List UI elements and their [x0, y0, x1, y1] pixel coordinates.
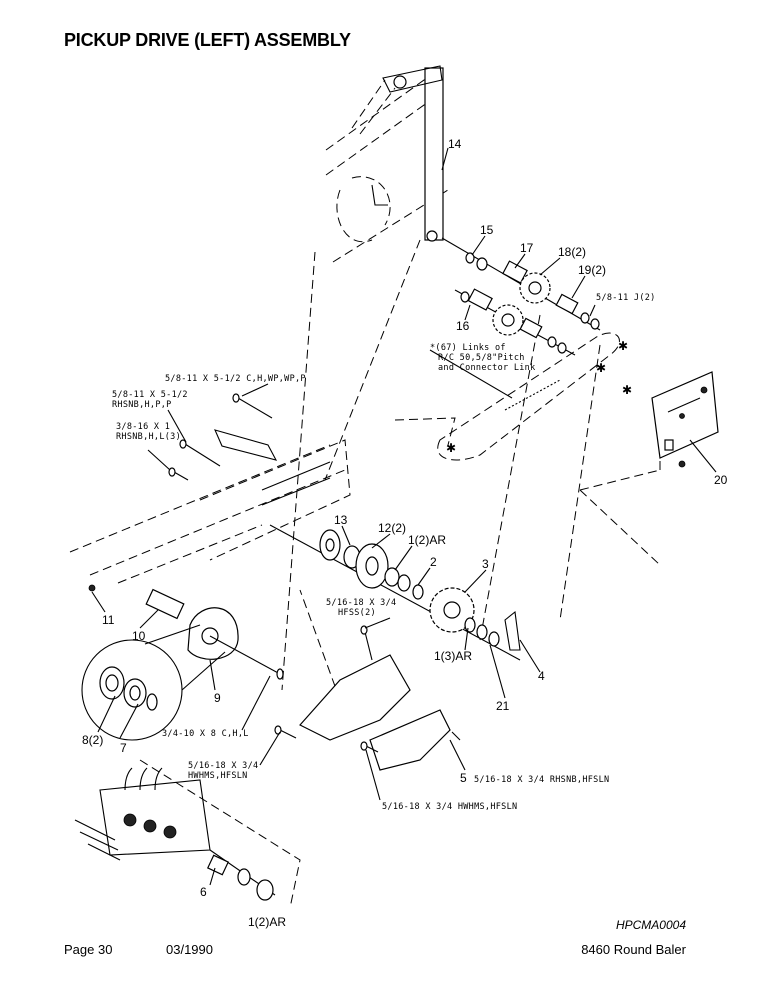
- label-bolt-3b: RHSNB,H,L(3): [116, 432, 181, 442]
- callout-5: 5: [460, 771, 467, 785]
- callout-8: 8(2): [82, 733, 103, 747]
- bearing-detail: [81, 624, 226, 741]
- label-hfss-1: 5/16-18 X 3/4: [326, 598, 396, 608]
- left-idler-parts: [88, 584, 284, 680]
- tensioner-plate: [651, 371, 719, 473]
- label-bolt-34: 3/4-10 X 8 C,H,L: [162, 729, 249, 739]
- callout-19: 19(2): [578, 263, 606, 277]
- label-chain-2: R/C 50,5/8"Pitch: [438, 353, 525, 363]
- svg-text:✱: ✱: [446, 441, 456, 455]
- footer-page: Page 30: [64, 942, 113, 957]
- arm-assembly: [351, 65, 444, 242]
- svg-text:✱: ✱: [618, 339, 628, 353]
- main-shaft-parts: [269, 524, 521, 661]
- callout-11: 11: [102, 613, 115, 627]
- svg-text:✱: ✱: [622, 383, 632, 397]
- callout-1-upper: 1(2)AR: [408, 533, 446, 547]
- label-rhsnb-516: 5/16-18 X 3/4 RHSNB,HFSLN: [474, 775, 609, 785]
- svg-text:✱: ✱: [596, 361, 606, 375]
- lower-reel-parts: [74, 767, 276, 901]
- roller-chain: ✱ ✱ ✱ ✱: [437, 332, 632, 461]
- page-title: PICKUP DRIVE (LEFT) ASSEMBLY: [64, 30, 351, 50]
- label-bolt-2b: RHSNB,H,P,P: [112, 400, 172, 410]
- callout-9: 9: [214, 691, 221, 705]
- callout-1-lower: 1(2)AR: [248, 915, 286, 929]
- leader-lines: [91, 147, 596, 886]
- callout-4: 4: [538, 669, 545, 683]
- label-chain-3: and Connector Link: [438, 363, 536, 373]
- label-hwhms-1a: 5/16-18 X 3/4: [188, 761, 258, 771]
- drawing-code: HPCMA0004: [615, 918, 686, 932]
- callout-numbers: 14 15 16 17 18(2) 19(2) 20 13 12(2) 1(2)…: [82, 137, 728, 929]
- hardware-labels: 5/8-11 J(2) *(67) Links of R/C 50,5/8"Pi…: [112, 293, 656, 812]
- callout-7: 7: [120, 741, 127, 755]
- label-hwhms-1b: HWHMS,HFSLN: [188, 771, 248, 781]
- callout-14: 14: [448, 137, 462, 151]
- callout-21: 21: [496, 699, 510, 713]
- label-bolt-3a: 3/8-16 X 1: [116, 422, 170, 432]
- callout-10: 10: [132, 629, 146, 643]
- callout-13: 13: [334, 513, 348, 527]
- chain-shield: [274, 625, 461, 771]
- callout-15: 15: [480, 223, 494, 237]
- callout-1-middle: 1(3)AR: [434, 649, 472, 663]
- footer-model: 8460 Round Baler: [581, 942, 686, 957]
- bolts-upper-left: [168, 393, 351, 561]
- upper-shaft-parts: [441, 237, 601, 356]
- label-bolt-1: 5/8-11 X 5-1/2 C,H,WP,WP,P: [165, 374, 306, 384]
- callout-3: 3: [482, 557, 489, 571]
- frame-phantom-lines: [69, 69, 661, 909]
- label-hfss-2: HFSS(2): [338, 608, 376, 618]
- footer-date: 03/1990: [166, 942, 213, 957]
- label-j58: 5/8-11 J(2): [596, 293, 656, 303]
- callout-16: 16: [456, 319, 470, 333]
- callout-2: 2: [430, 555, 437, 569]
- callout-6: 6: [200, 885, 207, 899]
- callout-18: 18(2): [558, 245, 586, 259]
- callout-20: 20: [714, 473, 728, 487]
- label-hwhms-2: 5/16-18 X 3/4 HWHMS,HFSLN: [382, 802, 517, 812]
- callout-17: 17: [520, 241, 534, 255]
- callout-12: 12(2): [378, 521, 406, 535]
- label-chain-1: *(67) Links of: [430, 343, 506, 353]
- label-bolt-2a: 5/8-11 X 5-1/2: [112, 390, 188, 400]
